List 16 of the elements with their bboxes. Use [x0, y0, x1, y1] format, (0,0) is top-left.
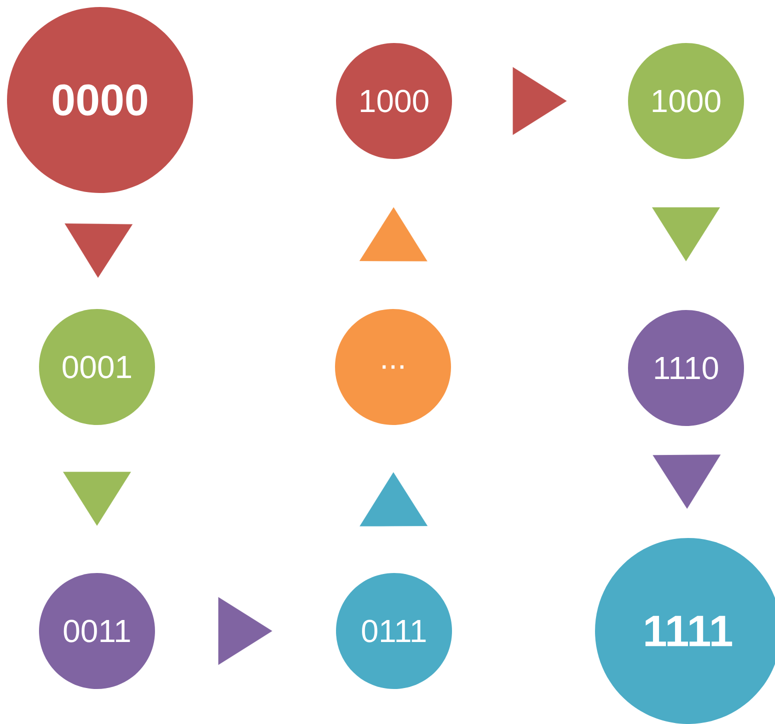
- arrow: [64, 223, 133, 278]
- circle-node: 1000: [336, 43, 452, 159]
- circle-node: 0011: [39, 573, 155, 689]
- arrow: [652, 207, 720, 262]
- circle-node: 1110: [628, 310, 744, 426]
- circle-node: ...: [335, 309, 451, 425]
- circle-node: 0000: [7, 7, 193, 193]
- circle-node: 0111: [336, 573, 452, 689]
- circle-node: 1000: [628, 43, 744, 159]
- arrow: [652, 454, 721, 509]
- arrow: [512, 67, 567, 135]
- arrow: [360, 472, 428, 526]
- arrow: [218, 597, 272, 665]
- arrow: [359, 207, 428, 262]
- arrow: [63, 472, 131, 526]
- circle-node: 0001: [39, 309, 155, 425]
